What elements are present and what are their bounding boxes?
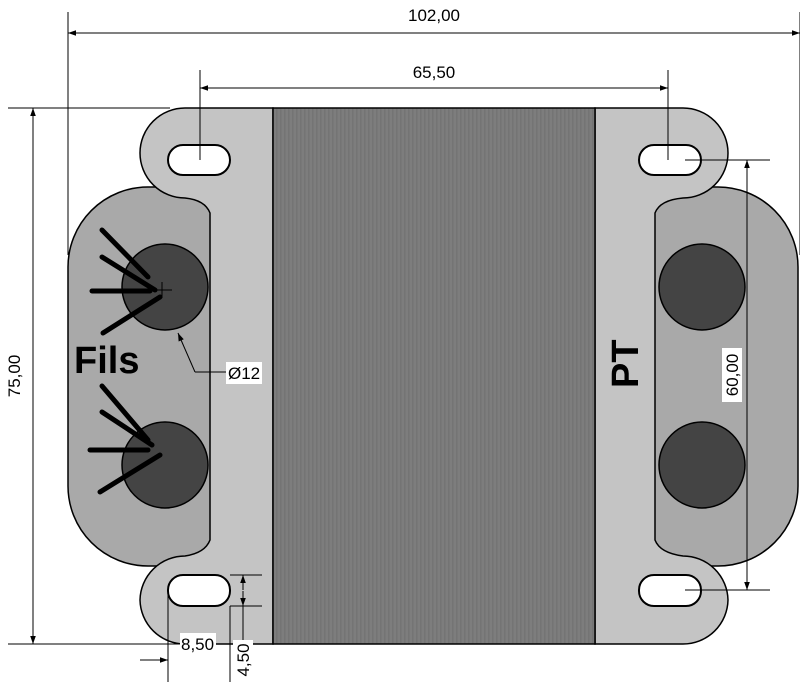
dim-overall-height xyxy=(8,107,260,645)
terminal-hole xyxy=(658,243,746,331)
wires-upper xyxy=(89,227,163,336)
dim-hole-diameter-leader xyxy=(177,332,226,373)
dim-overall-height-text: 75,00 xyxy=(5,355,24,398)
terminal-hole xyxy=(121,421,209,509)
dim-vertical-hole-spacing xyxy=(685,159,770,591)
wires-lower xyxy=(87,383,163,495)
dim-vertical-hole-spacing-text: 60,00 xyxy=(723,354,742,397)
dim-slot-offset xyxy=(140,590,169,682)
wires-label: Fils xyxy=(74,340,139,382)
dim-slot-width xyxy=(229,574,262,682)
center-mark xyxy=(155,282,172,298)
mounting-slot xyxy=(167,144,231,176)
dim-overall-width xyxy=(67,12,800,255)
dim-hole-spacing-text: 65,50 xyxy=(413,63,456,82)
dim-slot-offset-text: 8,50 xyxy=(181,635,214,654)
dim-overall-width-text: 102,00 xyxy=(408,6,460,25)
left-lamination xyxy=(139,107,274,645)
terminal-hole xyxy=(658,421,746,509)
core xyxy=(272,107,596,645)
dim-hole-spacing xyxy=(199,70,669,160)
primary-label: PT xyxy=(605,339,647,388)
mounting-slot xyxy=(167,574,231,607)
right-lamination xyxy=(594,107,729,645)
dim-slot-width-text: 4,50 xyxy=(234,643,253,676)
terminal-hole xyxy=(121,243,209,331)
dim-hole-diameter-text: Ø12 xyxy=(228,364,260,383)
